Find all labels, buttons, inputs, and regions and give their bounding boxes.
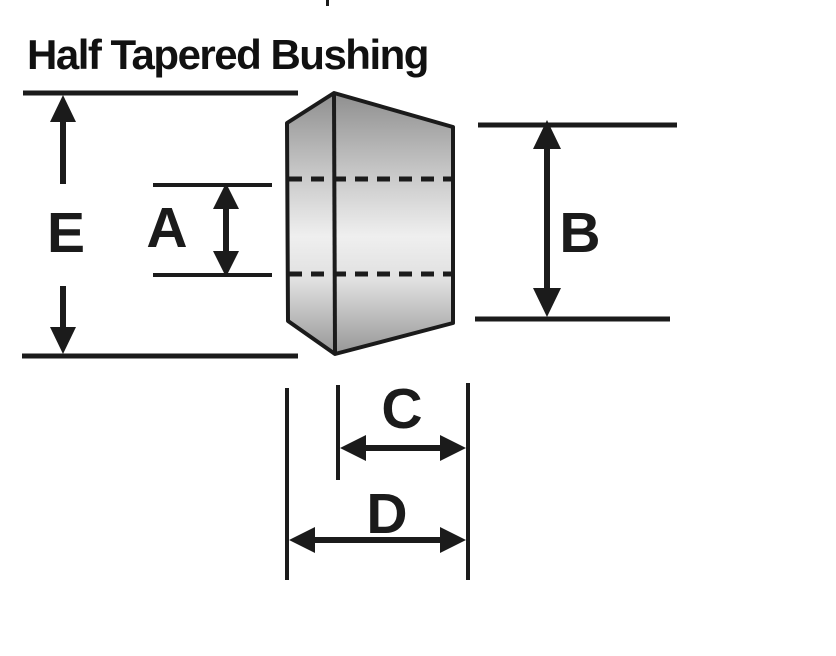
dimension-d: D — [285, 383, 470, 580]
b-arrow-down-icon — [533, 288, 561, 317]
c-arrow-left-icon — [340, 435, 366, 461]
e-arrow-down-icon — [50, 327, 76, 354]
b-arrow-up-icon — [533, 120, 561, 149]
d-arrow-left-icon — [289, 527, 315, 553]
dimension-a: A — [146, 183, 272, 277]
a-arrow-up-icon — [213, 183, 239, 209]
diagram-title: Half Tapered Bushing — [27, 31, 428, 78]
e-dimension-label: E — [47, 201, 85, 265]
bushing-outline — [285, 91, 455, 356]
bushing-shape — [285, 91, 455, 356]
dimension-c: C — [336, 377, 466, 480]
a-dimension-label: A — [146, 196, 187, 260]
a-arrow-down-icon — [213, 251, 239, 277]
c-dimension-label: C — [381, 377, 422, 441]
bushing-front-edge-line — [332, 94, 337, 353]
dimension-b: B — [475, 120, 677, 322]
top-crop-tick — [326, 0, 329, 6]
b-dimension-label: B — [559, 201, 600, 265]
dimension-e: E — [22, 90, 298, 359]
c-arrow-right-icon — [440, 435, 466, 461]
e-arrow-up-icon — [50, 95, 76, 122]
d-arrow-right-icon — [440, 527, 466, 553]
d-dimension-label: D — [366, 482, 407, 546]
